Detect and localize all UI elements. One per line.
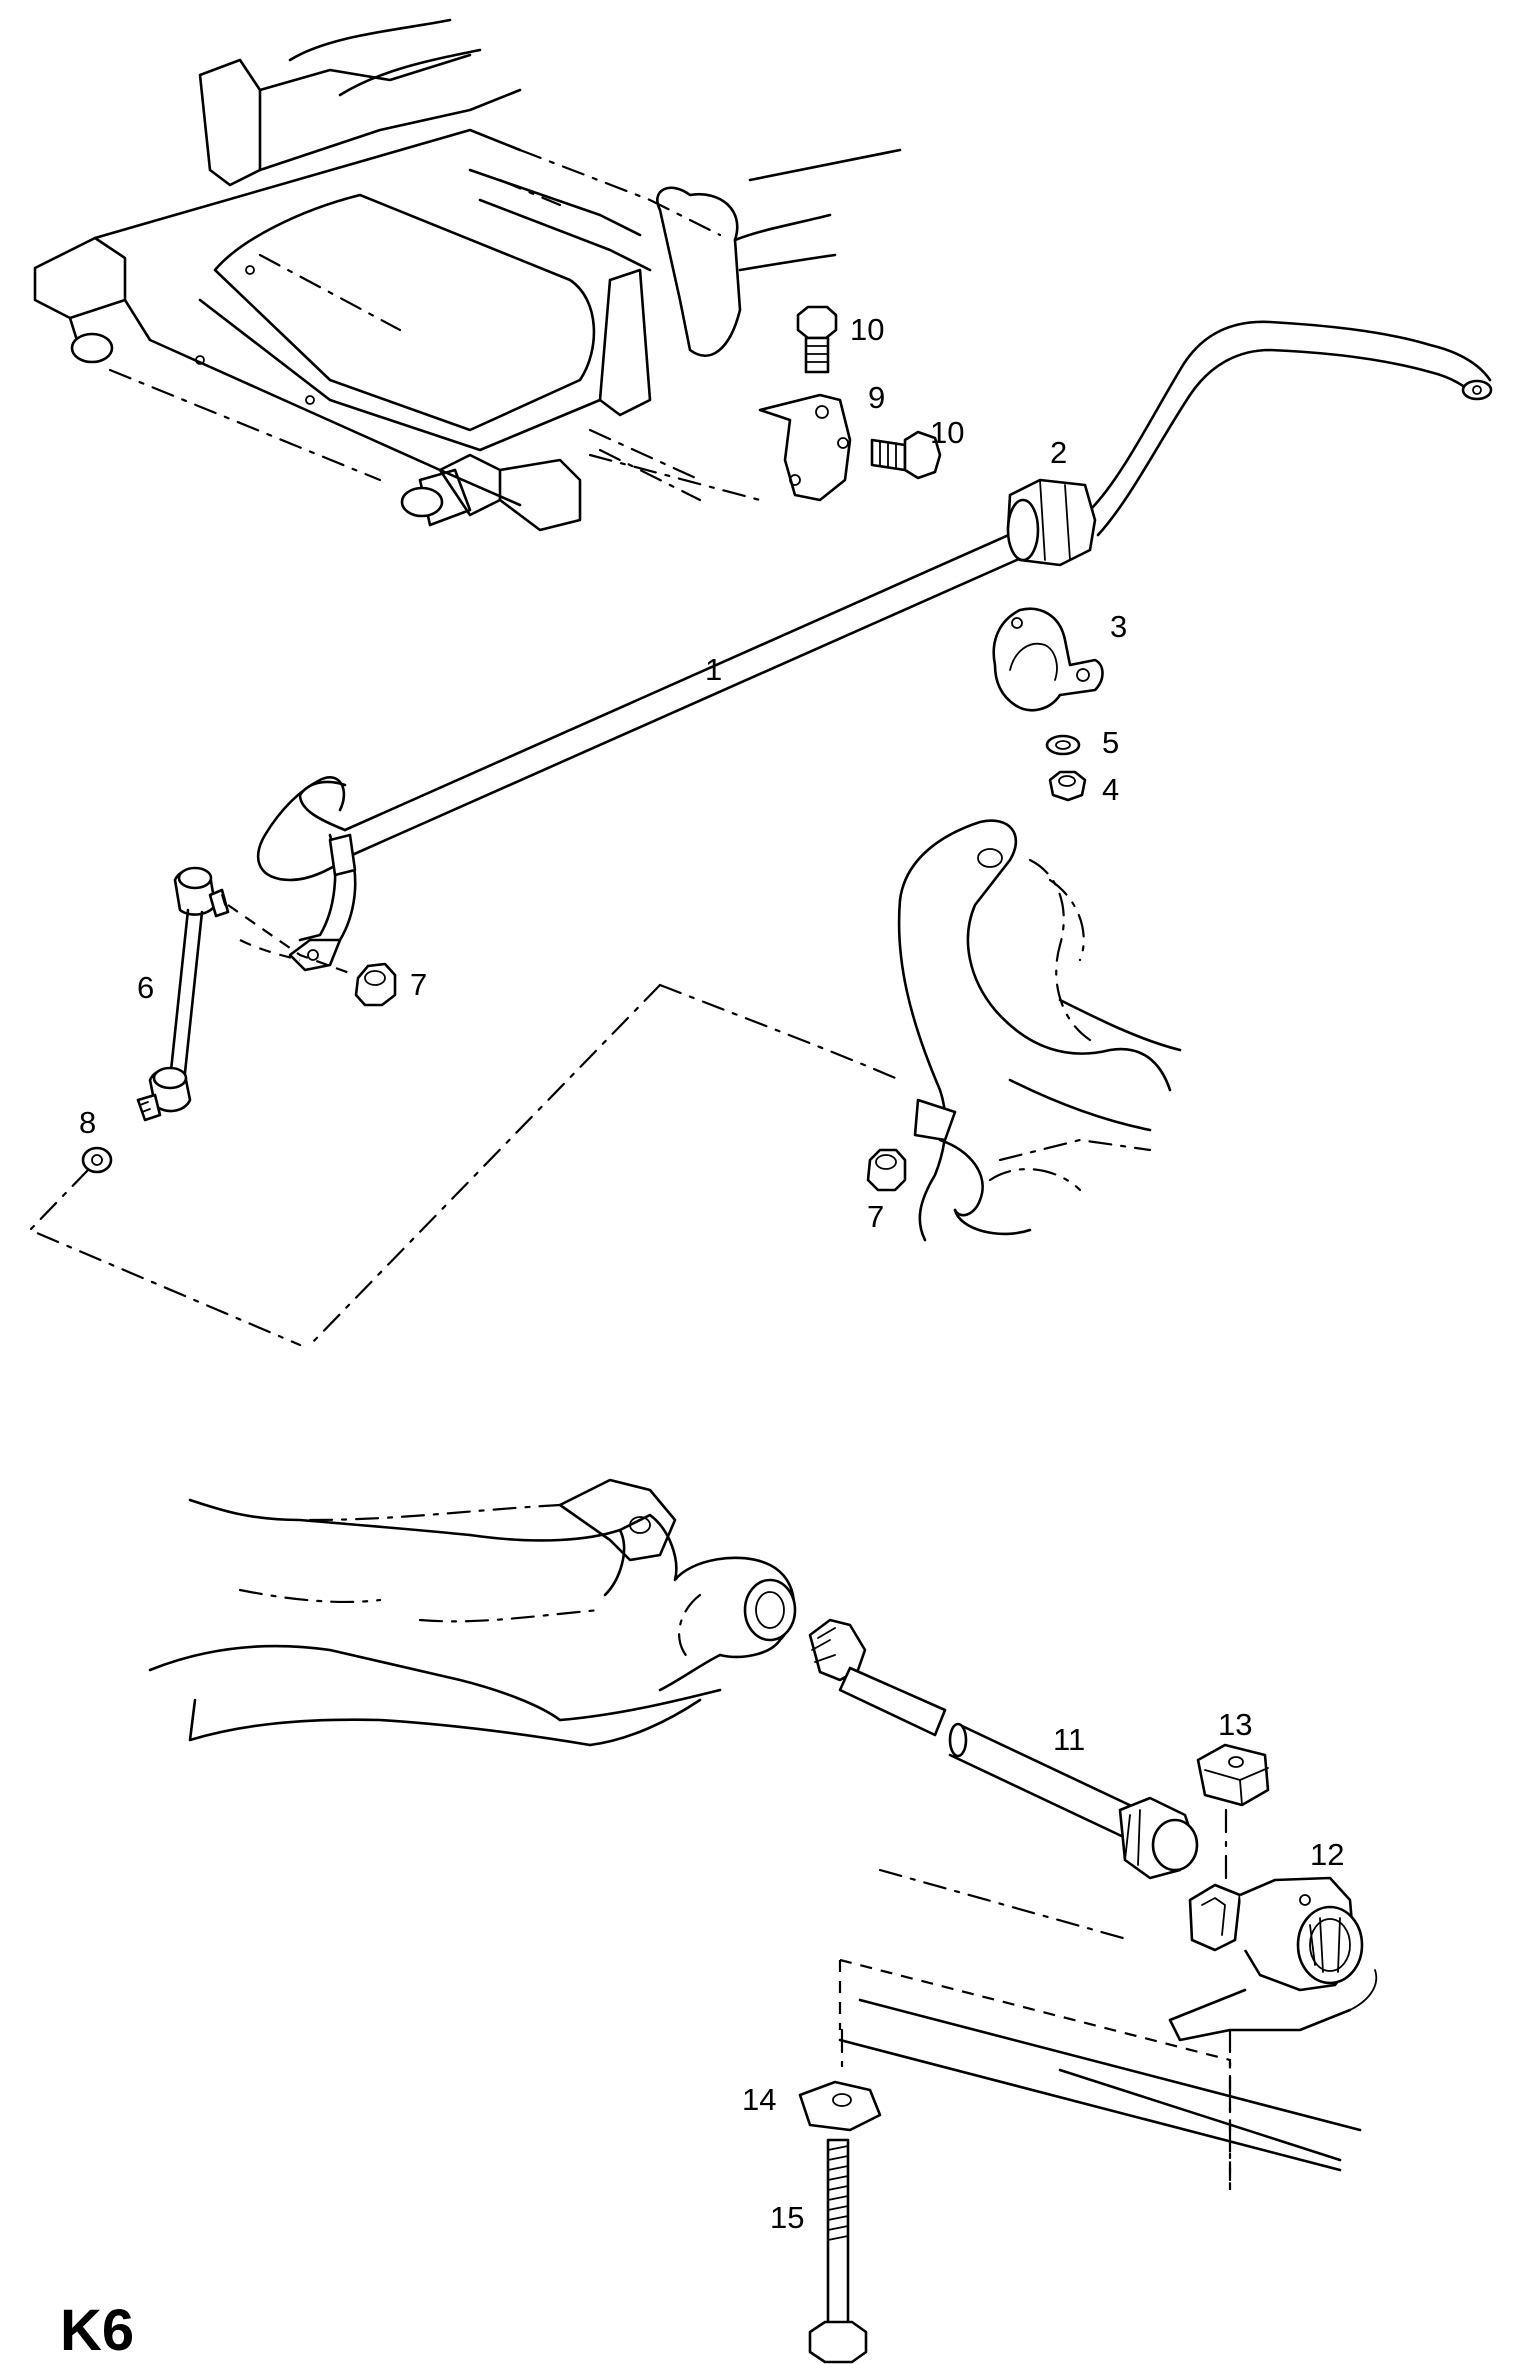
callout-2: 2: [1050, 435, 1067, 470]
callout-10-upper: 10: [850, 312, 884, 347]
callout-12: 12: [1310, 1837, 1344, 1872]
stabilizer-bar: [256, 320, 1493, 972]
bushing-assembly: [992, 478, 1104, 802]
callout-7-lower: 7: [867, 1199, 884, 1234]
knuckle-drawing: [28, 819, 1182, 1347]
callout-7-upper: 7: [410, 967, 427, 1002]
callout-5: 5: [1102, 725, 1119, 760]
subframe-drawing: [33, 18, 902, 532]
callout-3: 3: [1110, 609, 1127, 644]
callout-13: 13: [1218, 1707, 1252, 1742]
callout-1: 1: [705, 652, 722, 687]
lower-arm-drawing: [148, 1478, 1378, 2364]
callout-9: 9: [868, 380, 885, 415]
page-id: K6: [60, 2298, 134, 2363]
callout-4: 4: [1102, 772, 1119, 807]
callout-6: 6: [137, 970, 154, 1005]
stabilizer-link: [81, 866, 397, 1174]
callout-8: 8: [79, 1105, 96, 1140]
bracket-bolts: [588, 305, 942, 502]
callout-14: 14: [742, 2082, 776, 2117]
callout-10-right: 10: [930, 415, 964, 450]
callout-11: 11: [1053, 1722, 1085, 1757]
callout-15: 15: [770, 2200, 804, 2235]
callout-labels: 1 2 3 4 5 6 7 7 8 9 10 10 11 12 13 14 15: [79, 312, 1344, 2235]
